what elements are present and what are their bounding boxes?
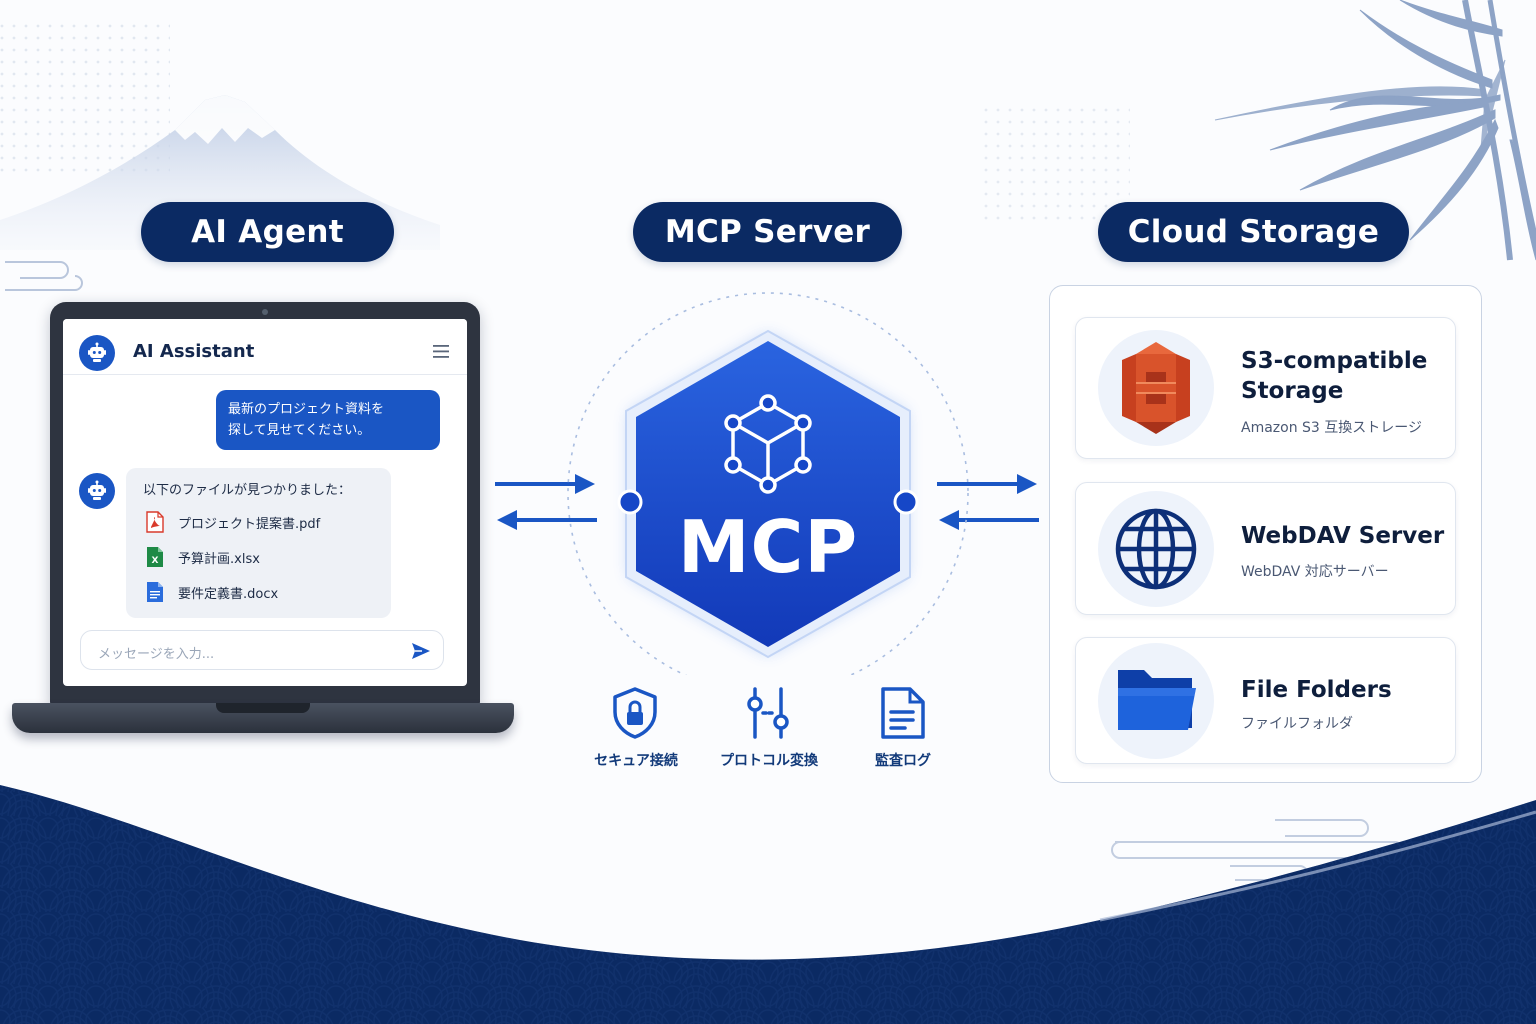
arrow-left-to-agent <box>497 510 597 530</box>
menu-icon[interactable] <box>433 345 449 358</box>
feature-label: プロトコル変換 <box>720 753 818 769</box>
message-input-placeholder: メッセージを入力... <box>98 647 215 662</box>
message-input[interactable]: メッセージを入力... <box>80 630 444 670</box>
card-title: WebDAV Server <box>1241 523 1445 549</box>
arrow-right-to-mcp <box>495 474 595 494</box>
bot-message-text: 以下のファイルが見つかりました： <box>143 483 352 498</box>
word-file-icon <box>147 582 163 602</box>
card-subtitle: Amazon S3 互換ストレージ <box>1241 420 1422 436</box>
storage-card-s3[interactable]: S3-compatible Storage Amazon S3 互換ストレージ <box>1075 317 1456 459</box>
mcp-hexagon <box>567 292 969 675</box>
mcp-label: MCP <box>677 505 859 589</box>
file-item[interactable]: X 予算計画.xlsx <box>146 545 260 569</box>
card-title-line: S3-compatible <box>1241 348 1428 374</box>
card-subtitle: WebDAV 対応サーバー <box>1241 564 1389 580</box>
user-message-line: 最新のプロジェクト資料を <box>228 402 385 417</box>
storage-card-webdav[interactable]: WebDAV Server WebDAV 対応サーバー <box>1075 482 1456 615</box>
folder-icon <box>1118 670 1196 730</box>
svg-text:X: X <box>152 556 159 566</box>
arrow-left-to-mcp <box>939 510 1039 530</box>
send-icon[interactable] <box>411 641 431 661</box>
file-name: 要件定義書.docx <box>178 586 279 602</box>
chat-header: AI Assistant <box>63 319 467 375</box>
user-message-line: 探して見せてください。 <box>228 423 371 438</box>
laptop-notch <box>216 703 310 713</box>
shield-lock-icon <box>613 687 657 739</box>
file-name: プロジェクト提案書.pdf <box>178 516 321 532</box>
card-title-line: Storage <box>1241 378 1344 404</box>
storage-card-folders[interactable]: File Folders ファイルフォルダ <box>1075 637 1456 764</box>
file-name: 予算計画.xlsx <box>178 551 260 567</box>
sliders-icon <box>747 687 789 739</box>
card-title: S3-compatible Storage <box>1241 346 1427 406</box>
bot-avatar <box>79 335 115 371</box>
document-icon <box>881 687 925 739</box>
feature-label: 監査ログ <box>875 753 931 769</box>
card-subtitle: ファイルフォルダ <box>1241 716 1353 732</box>
s3-bucket-icon <box>1122 342 1190 434</box>
excel-file-icon: X <box>147 547 163 567</box>
chat-title: AI Assistant <box>133 341 255 362</box>
bot-message-bubble: 以下のファイルが見つかりました： プロジェクト提案書.pdf X 予算計画.xl… <box>126 468 391 618</box>
globe-icon <box>1115 508 1197 590</box>
ai-agent-header: AI Agent <box>141 202 394 262</box>
file-item[interactable]: プロジェクト提案書.pdf <box>146 510 320 534</box>
robot-icon <box>88 342 106 362</box>
arrow-right-to-storage <box>937 474 1037 494</box>
pdf-file-icon <box>146 511 164 533</box>
feature-label: セキュア接続 <box>594 753 678 769</box>
card-title: File Folders <box>1241 677 1392 703</box>
mcp-server-header: MCP Server <box>633 202 902 262</box>
chat-window: AI Assistant 最新のプロジェクト資料を 探して見せてください。 以下… <box>63 319 467 686</box>
file-item[interactable]: 要件定義書.docx <box>146 580 278 604</box>
laptop-camera <box>262 309 268 315</box>
robot-icon <box>88 480 106 500</box>
bot-avatar <box>79 473 115 509</box>
user-message-bubble: 最新のプロジェクト資料を 探して見せてください。 <box>216 390 440 450</box>
cloud-storage-header: Cloud Storage <box>1098 202 1409 262</box>
